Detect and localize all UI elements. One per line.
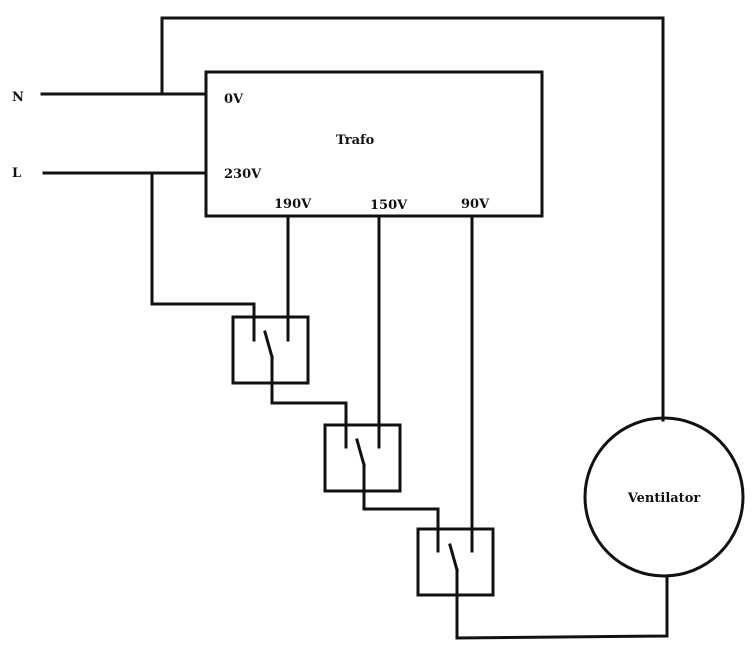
ventilator-circle xyxy=(583,416,745,578)
terminal-n-label: N xyxy=(12,90,24,105)
switch-2 xyxy=(323,423,402,511)
switch3-to-ventilator-wire xyxy=(455,574,669,640)
switch-3 xyxy=(416,527,495,640)
transformer-box xyxy=(204,70,544,218)
neutral-return-wire xyxy=(160,16,665,422)
switch2-to-switch3-wire xyxy=(362,507,440,553)
tap-0v-label: 0V xyxy=(224,92,244,107)
switch-1 xyxy=(231,315,310,405)
tap-190v-label: 190V xyxy=(274,197,312,212)
tap-150v-label: 150V xyxy=(370,198,408,213)
tap-230v-label: 230V xyxy=(224,167,262,182)
transformer-title: Trafo xyxy=(336,133,375,148)
tap-90v-label: 90V xyxy=(461,197,490,212)
live-to-switch1-wire xyxy=(150,171,256,342)
terminal-l-label: L xyxy=(12,166,21,181)
ventilator-label: Ventilator xyxy=(627,491,701,506)
switch1-to-switch2-wire xyxy=(270,401,348,449)
